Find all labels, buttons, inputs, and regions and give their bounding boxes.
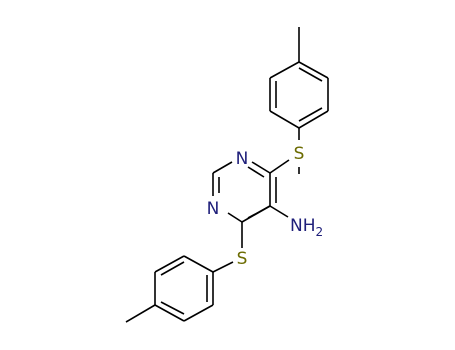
sulfur-label-bottom: S (237, 249, 248, 269)
bond (298, 61, 329, 79)
bond (125, 304, 156, 323)
bond (269, 61, 300, 79)
bond (212, 161, 233, 174)
bond (154, 304, 185, 322)
bond (269, 205, 289, 218)
bond (227, 212, 243, 223)
nitrogen-label-left: N (207, 199, 220, 219)
atom-labels: S N N NH2 S (207, 144, 324, 269)
sulfur-label-top: S (294, 144, 305, 164)
bond (269, 159, 290, 174)
bond (183, 255, 214, 273)
nitrogen-label-top: N (236, 149, 249, 169)
bond (247, 205, 271, 219)
amine-label: NH2 (290, 216, 323, 239)
bond (269, 110, 300, 129)
bond (160, 301, 185, 315)
bond (251, 161, 271, 174)
bond (183, 304, 214, 322)
bond (298, 110, 329, 129)
amine-label-subscript: 2 (316, 225, 324, 239)
bond (298, 107, 323, 122)
bond (160, 261, 185, 276)
bond (212, 261, 234, 273)
amine-label-main: NH (290, 216, 316, 236)
bond (247, 166, 265, 178)
bond (154, 255, 185, 273)
bonds (125, 27, 329, 323)
bond (298, 67, 323, 82)
